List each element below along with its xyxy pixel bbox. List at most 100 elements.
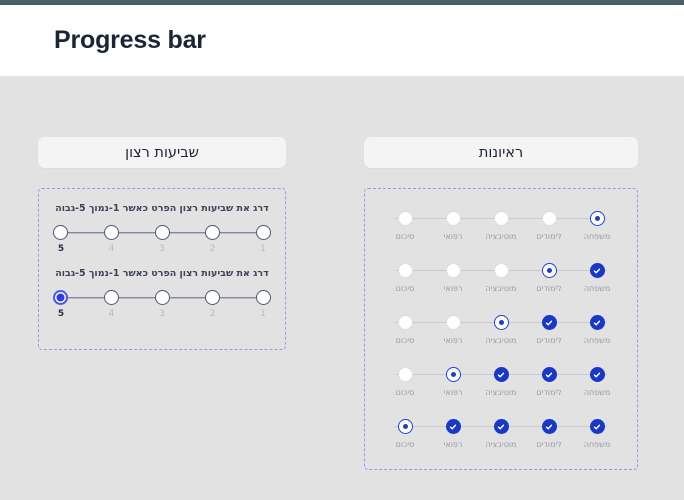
step-label: לימודים — [536, 388, 562, 397]
rating-number: 5 — [57, 309, 65, 319]
step-dot-current[interactable] — [493, 315, 509, 330]
stepper-step[interactable]: לימודים — [527, 315, 571, 345]
step-label: מוטיבציה — [485, 284, 517, 293]
rating-prompt: דרג את שביעות רצון הפרט כאשר 1-נמוך 5-גב… — [55, 203, 269, 214]
rating-number: 1 — [260, 244, 266, 254]
step-label: רפואי — [443, 284, 463, 293]
stepper-step[interactable]: סיכום — [383, 211, 427, 241]
stepper-step[interactable]: רפואי — [431, 315, 475, 345]
step-label: רפואי — [443, 336, 463, 345]
stepper-step[interactable]: לימודים — [527, 367, 571, 397]
step-dot-empty[interactable] — [541, 211, 557, 226]
rating-node-2[interactable] — [205, 225, 221, 240]
rating-node-4[interactable] — [103, 225, 119, 240]
rating-node-4[interactable] — [103, 290, 119, 305]
rating-node-2[interactable] — [205, 290, 221, 305]
rating-block: דרג את שביעות רצון הפרט כאשר 1-נמוך 5-גב… — [51, 268, 273, 319]
page-header: Progress bar — [0, 5, 684, 77]
stepper-step[interactable]: משפחה — [575, 419, 619, 449]
step-dot-completed[interactable] — [493, 367, 509, 382]
stepper-step[interactable]: לימודים — [527, 211, 571, 241]
stepper-step[interactable]: מוטיבציה — [479, 211, 523, 241]
interviews-header-label: ראיונות — [478, 144, 524, 161]
step-dot-completed[interactable] — [589, 315, 605, 330]
step-dot-empty[interactable] — [445, 211, 461, 226]
rating-node-5[interactable] — [53, 225, 68, 240]
rating-block: דרג את שביעות רצון הפרט כאשר 1-נמוך 5-גב… — [51, 203, 273, 254]
step-dot-current[interactable] — [541, 263, 557, 278]
step-dot-completed[interactable] — [541, 367, 557, 382]
step-dot-empty[interactable] — [493, 211, 509, 226]
rating-node-3[interactable] — [154, 290, 170, 305]
step-dot-empty[interactable] — [397, 367, 413, 382]
rating-number: 4 — [108, 244, 115, 254]
step-dot-empty[interactable] — [397, 263, 413, 278]
rating-number: 5 — [57, 244, 65, 254]
rating-number: 3 — [159, 244, 165, 254]
step-label: מוטיבציה — [485, 388, 517, 397]
step-dot-empty[interactable] — [445, 315, 461, 330]
step-dot-completed[interactable] — [589, 263, 605, 278]
stepper-step[interactable]: סיכום — [383, 367, 427, 397]
stepper-step[interactable]: משפחה — [575, 211, 619, 241]
stepper-step[interactable]: סיכום — [383, 263, 427, 293]
interviews-section-header: ראיונות — [364, 137, 638, 168]
stepper-step[interactable]: משפחה — [575, 315, 619, 345]
step-dot-current[interactable] — [397, 419, 413, 434]
stepper-step[interactable]: לימודים — [527, 263, 571, 293]
step-dot-completed[interactable] — [541, 419, 557, 434]
step-dot-current[interactable] — [445, 367, 461, 382]
rating-number: 4 — [108, 309, 115, 319]
rating-node-5-selected[interactable] — [53, 290, 68, 305]
rating-node-3[interactable] — [154, 225, 170, 240]
page-body: שביעות רצון דרג את שביעות רצון הפרט כאשר… — [0, 77, 684, 500]
stepper-step[interactable]: מוטיבציה — [479, 263, 523, 293]
stepper-step[interactable]: רפואי — [431, 263, 475, 293]
step-dot-current[interactable] — [589, 211, 605, 226]
stepper-step[interactable]: מוטיבציה — [479, 315, 523, 345]
step-label: לימודים — [536, 232, 562, 241]
step-label: סיכום — [395, 388, 415, 397]
stepper-step[interactable]: משפחה — [575, 263, 619, 293]
rating-prompt: דרג את שביעות רצון הפרט כאשר 1-נמוך 5-גב… — [55, 268, 269, 279]
step-dot-completed[interactable] — [589, 367, 605, 382]
step-label: משפחה — [583, 232, 611, 241]
step-label: סיכום — [395, 336, 415, 345]
step-dot-empty[interactable] — [397, 211, 413, 226]
step-label: רפואי — [443, 232, 463, 241]
stepper-step[interactable]: לימודים — [527, 419, 571, 449]
stepper-step[interactable]: מוטיבציה — [479, 419, 523, 449]
step-dot-completed[interactable] — [541, 315, 557, 330]
step-label: סיכום — [395, 232, 415, 241]
stepper-step[interactable]: משפחה — [575, 367, 619, 397]
step-dot-completed[interactable] — [493, 419, 509, 434]
step-label: מוטיבציה — [485, 336, 517, 345]
step-label: מוטיבציה — [485, 232, 517, 241]
step-dot-empty[interactable] — [445, 263, 461, 278]
rating-track[interactable] — [51, 225, 273, 240]
rating-number: 3 — [159, 309, 165, 319]
rating-track[interactable] — [51, 290, 273, 305]
rating-node-1[interactable] — [256, 225, 271, 240]
step-label: משפחה — [583, 440, 611, 449]
rating-node-1[interactable] — [256, 290, 271, 305]
satisfaction-section-header: שביעות רצון — [38, 137, 286, 168]
step-label: משפחה — [583, 388, 611, 397]
stepper-step[interactable]: סיכום — [383, 419, 427, 449]
stepper-step[interactable]: סיכום — [383, 315, 427, 345]
step-dot-completed[interactable] — [589, 419, 605, 434]
step-dot-empty[interactable] — [397, 315, 413, 330]
stepper-step[interactable]: רפואי — [431, 211, 475, 241]
stepper-step[interactable]: רפואי — [431, 419, 475, 449]
stepper-step[interactable]: רפואי — [431, 367, 475, 397]
stepper-step[interactable]: מוטיבציה — [479, 367, 523, 397]
satisfaction-panel: שביעות רצון דרג את שביעות רצון הפרט כאשר… — [38, 137, 286, 500]
step-dot-completed[interactable] — [445, 419, 461, 434]
step-dot-empty[interactable] — [493, 263, 509, 278]
step-label: מוטיבציה — [485, 440, 517, 449]
rating-number: 2 — [209, 244, 216, 254]
